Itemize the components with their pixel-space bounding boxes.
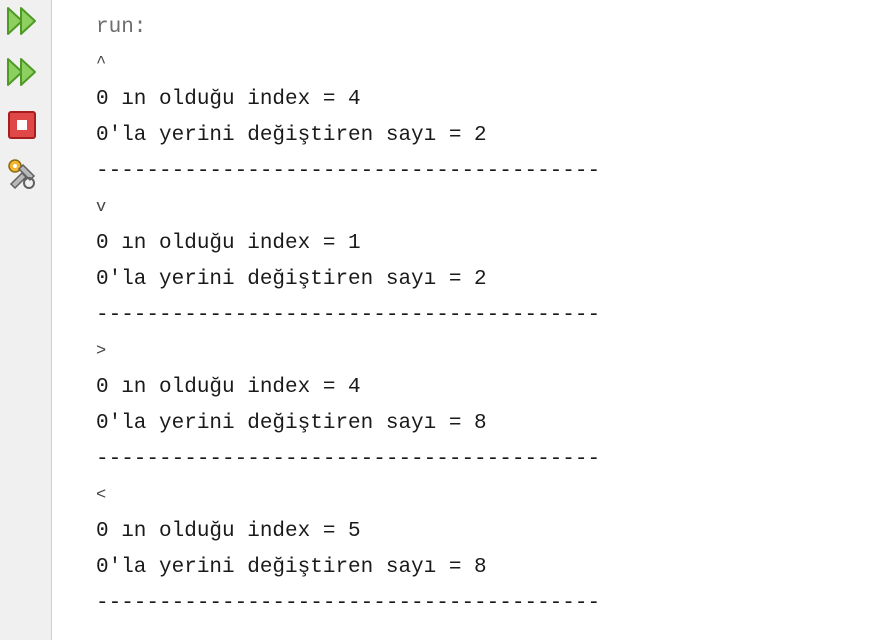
- double-play-icon: [7, 58, 36, 86]
- output-toolbar: [0, 0, 52, 640]
- output-line: 0 ın olduğu index = 5: [96, 520, 361, 543]
- output-line: 0'la yerini değiştiren sayı = 8: [96, 412, 487, 435]
- direction-label: ^: [96, 54, 107, 73]
- direction-label: <: [96, 486, 107, 505]
- output-line: 0'la yerini değiştiren sayı = 2: [96, 124, 487, 147]
- direction-label: v: [96, 198, 107, 217]
- settings-button[interactable]: [4, 157, 40, 191]
- stop-icon: [8, 111, 36, 139]
- separator-line: ----------------------------------------: [96, 304, 601, 327]
- console-output[interactable]: run: ^ 0 ın olduğu index = 4 0'la yerini…: [96, 10, 866, 622]
- rerun-with-options-button[interactable]: [4, 55, 40, 89]
- separator-line: ----------------------------------------: [96, 448, 601, 471]
- direction-label: >: [96, 342, 107, 361]
- run-label: run:: [96, 16, 147, 39]
- output-line: 0'la yerini değiştiren sayı = 8: [96, 556, 487, 579]
- gear-wrench-icon: [8, 159, 36, 190]
- output-line: 0 ın olduğu index = 4: [96, 88, 361, 111]
- output-line: 0 ın olduğu index = 1: [96, 232, 361, 255]
- rerun-button[interactable]: [4, 4, 40, 38]
- stop-button[interactable]: [4, 108, 40, 142]
- output-line: 0'la yerini değiştiren sayı = 2: [96, 268, 487, 291]
- output-line: 0 ın olduğu index = 4: [96, 376, 361, 399]
- separator-line: ----------------------------------------: [96, 592, 601, 615]
- separator-line: ----------------------------------------: [96, 160, 601, 183]
- double-play-icon: [7, 7, 36, 35]
